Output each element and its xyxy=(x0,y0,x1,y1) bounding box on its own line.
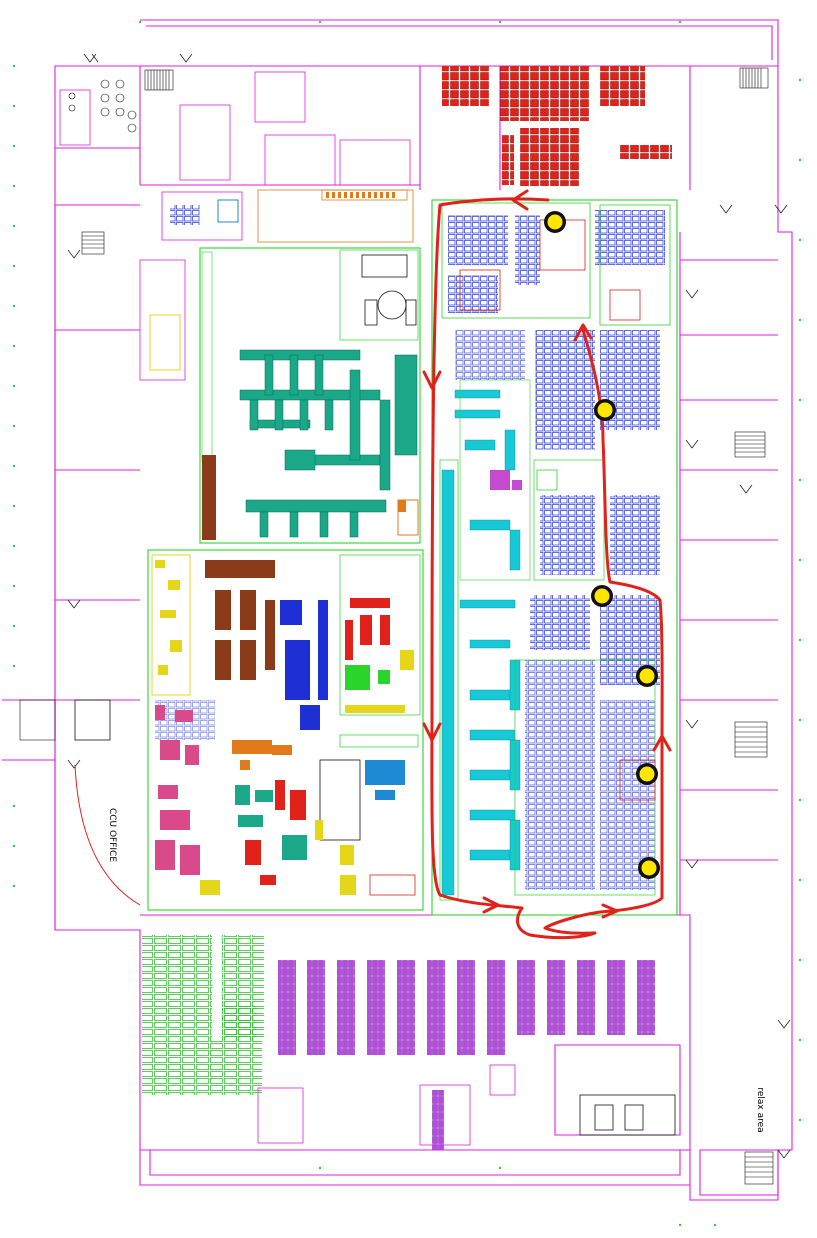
bottom-rooms xyxy=(257,1064,676,1146)
building-walls xyxy=(2,19,793,1201)
route-path xyxy=(430,197,664,940)
route-arrows xyxy=(422,189,672,919)
office-rooms xyxy=(59,71,411,186)
marker-3 xyxy=(591,585,613,607)
label-ccu-office: CCU OFFICE xyxy=(107,808,117,862)
door-symbols xyxy=(67,53,791,1159)
zone-teal xyxy=(199,247,421,544)
label-relax-area: relax area xyxy=(755,1087,765,1132)
orange-bench xyxy=(257,189,414,243)
toilets xyxy=(68,79,137,133)
marker-4 xyxy=(636,665,658,687)
zone-mixed xyxy=(147,549,424,911)
zone-blue xyxy=(441,202,671,896)
grid-points xyxy=(12,20,802,1227)
yellow-room xyxy=(139,259,186,381)
stairs xyxy=(81,67,774,1185)
markers xyxy=(544,211,660,879)
marker-1 xyxy=(544,211,566,233)
green-racks xyxy=(142,935,264,1095)
marker-2 xyxy=(594,399,616,421)
blue-lab xyxy=(161,191,243,241)
marker-6 xyxy=(638,857,660,879)
bottom-left-curve xyxy=(19,699,141,906)
marker-5 xyxy=(636,763,658,785)
top-red-storage xyxy=(442,66,672,186)
purple-racks xyxy=(278,960,655,1150)
